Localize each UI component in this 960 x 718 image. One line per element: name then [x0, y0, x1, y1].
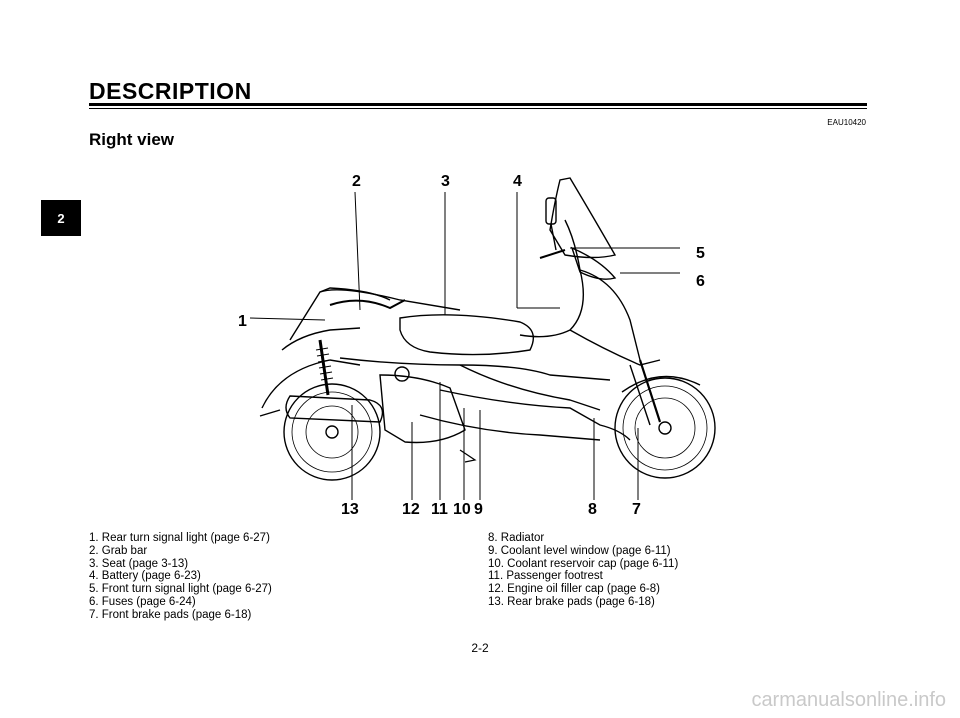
- callout-1: 1: [238, 313, 247, 330]
- legend-right: 8. Radiator 9. Coolant level window (pag…: [488, 532, 678, 609]
- chapter-tab: 2: [41, 200, 81, 236]
- front-wheel: [614, 377, 716, 479]
- callout-2: 2: [352, 173, 361, 190]
- callout-5: 5: [696, 245, 705, 262]
- callout-6: 6: [696, 273, 705, 290]
- scooter-illustration: 1 2 3 4 5 6 7 8 9 10 11 12 13: [238, 173, 716, 518]
- legend-left: 1. Rear turn signal light (page 6-27) 2.…: [89, 532, 272, 622]
- legend-item: 6. Fuses (page 6-24): [89, 595, 196, 608]
- callout-8: 8: [588, 501, 597, 518]
- legend-item: 1. Rear turn signal light (page 6-27): [89, 532, 270, 544]
- legend-item: 9. Coolant level window (page 6-11): [488, 544, 671, 557]
- callout-11: 11: [431, 501, 448, 518]
- section-subtitle: Right view: [89, 130, 175, 149]
- callout-4: 4: [513, 173, 522, 190]
- legend-item: 13. Rear brake pads (page 6-18): [488, 595, 655, 608]
- watermark: carmanualsonline.info: [751, 689, 946, 711]
- legend-item: 3. Seat (page 3-13): [89, 557, 189, 570]
- callout-7: 7: [632, 501, 641, 518]
- legend-item: 12. Engine oil filler cap (page 6-8): [488, 583, 660, 596]
- callout-3: 3: [441, 173, 450, 190]
- page-number: 2-2: [471, 641, 489, 655]
- title-rule-thin: [89, 108, 867, 109]
- title-rule-thick: [89, 103, 867, 106]
- page-title: DESCRIPTION: [89, 78, 252, 104]
- legend-item: 10. Coolant reservoir cap (page 6-11): [488, 557, 679, 570]
- callout-9: 9: [474, 501, 483, 518]
- callout-12: 12: [402, 501, 420, 518]
- rear-wheel: [283, 383, 381, 481]
- legend-item: 5. Front turn signal light (page 6-27): [89, 583, 272, 596]
- legend-item: 7. Front brake pads (page 6-18): [89, 608, 252, 621]
- legend-item: 8. Radiator: [488, 532, 545, 544]
- legend-item: 4. Battery (page 6-23): [89, 570, 201, 583]
- document-code: EAU10420: [827, 118, 866, 127]
- legend-item: 2. Grab bar: [89, 544, 148, 557]
- legend-item: 11. Passenger footrest: [488, 570, 603, 583]
- callout-13: 13: [341, 501, 359, 518]
- callout-10: 10: [453, 501, 471, 518]
